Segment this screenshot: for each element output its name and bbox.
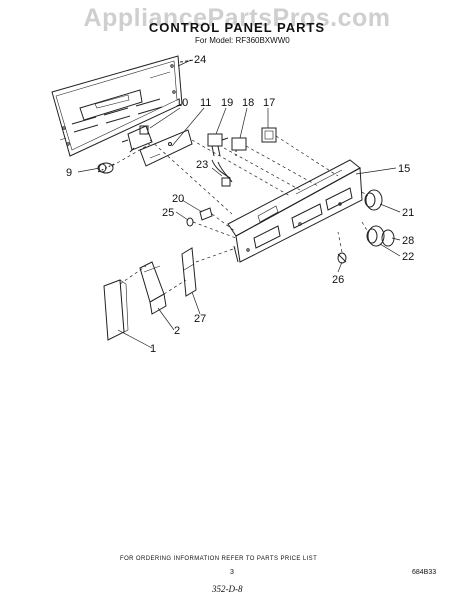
callout-27: 27	[194, 313, 206, 325]
part-19-thermostat	[207, 133, 229, 157]
part-20-clip	[199, 207, 213, 221]
page-number: 3	[230, 569, 234, 576]
callout-26: 26	[332, 274, 344, 286]
callout-21: 21	[402, 207, 414, 219]
callout-24: 24	[194, 54, 206, 66]
callout-10: 10	[176, 97, 188, 109]
part-23-wiring	[211, 159, 233, 187]
callout-11: 11	[200, 97, 211, 109]
page-title: CONTROL PANEL PARTS	[148, 20, 326, 35]
part-21-knob	[364, 189, 383, 211]
part-9-knob	[97, 162, 115, 174]
part-15-control-panel	[227, 159, 363, 263]
callout-19: 19	[221, 97, 233, 109]
watermark: AppliancePartsPros.com	[83, 4, 391, 32]
callout-15: 15	[398, 163, 410, 175]
part-22-knob	[366, 225, 385, 247]
part-17-switch	[261, 127, 277, 143]
handwritten-note: 352-D-8	[212, 584, 243, 594]
assembly-lines	[111, 135, 369, 295]
callout-17: 17	[263, 97, 275, 109]
leader-lines	[77, 59, 401, 349]
callout-18: 18	[242, 97, 254, 109]
callout-2: 2	[174, 325, 180, 337]
part-24-rear-panel	[51, 55, 195, 157]
callout-20: 20	[172, 193, 184, 205]
part-25-screw	[186, 217, 194, 227]
callout-25: 25	[162, 207, 174, 219]
callout-28: 28	[402, 235, 414, 247]
model-line: For Model: RF360BXWW0	[195, 36, 290, 45]
part-18-switch	[231, 137, 247, 158]
callout-23: 23	[196, 159, 208, 171]
ordering-info-note: FOR ORDERING INFORMATION REFER TO PARTS …	[120, 556, 318, 562]
callout-1: 1	[150, 343, 156, 355]
part-26-screw	[337, 252, 347, 264]
callout-9: 9	[66, 167, 72, 179]
part-28-knob	[381, 229, 395, 247]
callout-22: 22	[402, 251, 414, 263]
part-11-insulator	[139, 129, 193, 167]
document-number: 684B33	[412, 569, 437, 576]
part-2-bracket	[139, 261, 167, 315]
part-27-bracket	[181, 247, 197, 297]
part-1-end-cap	[103, 279, 129, 341]
